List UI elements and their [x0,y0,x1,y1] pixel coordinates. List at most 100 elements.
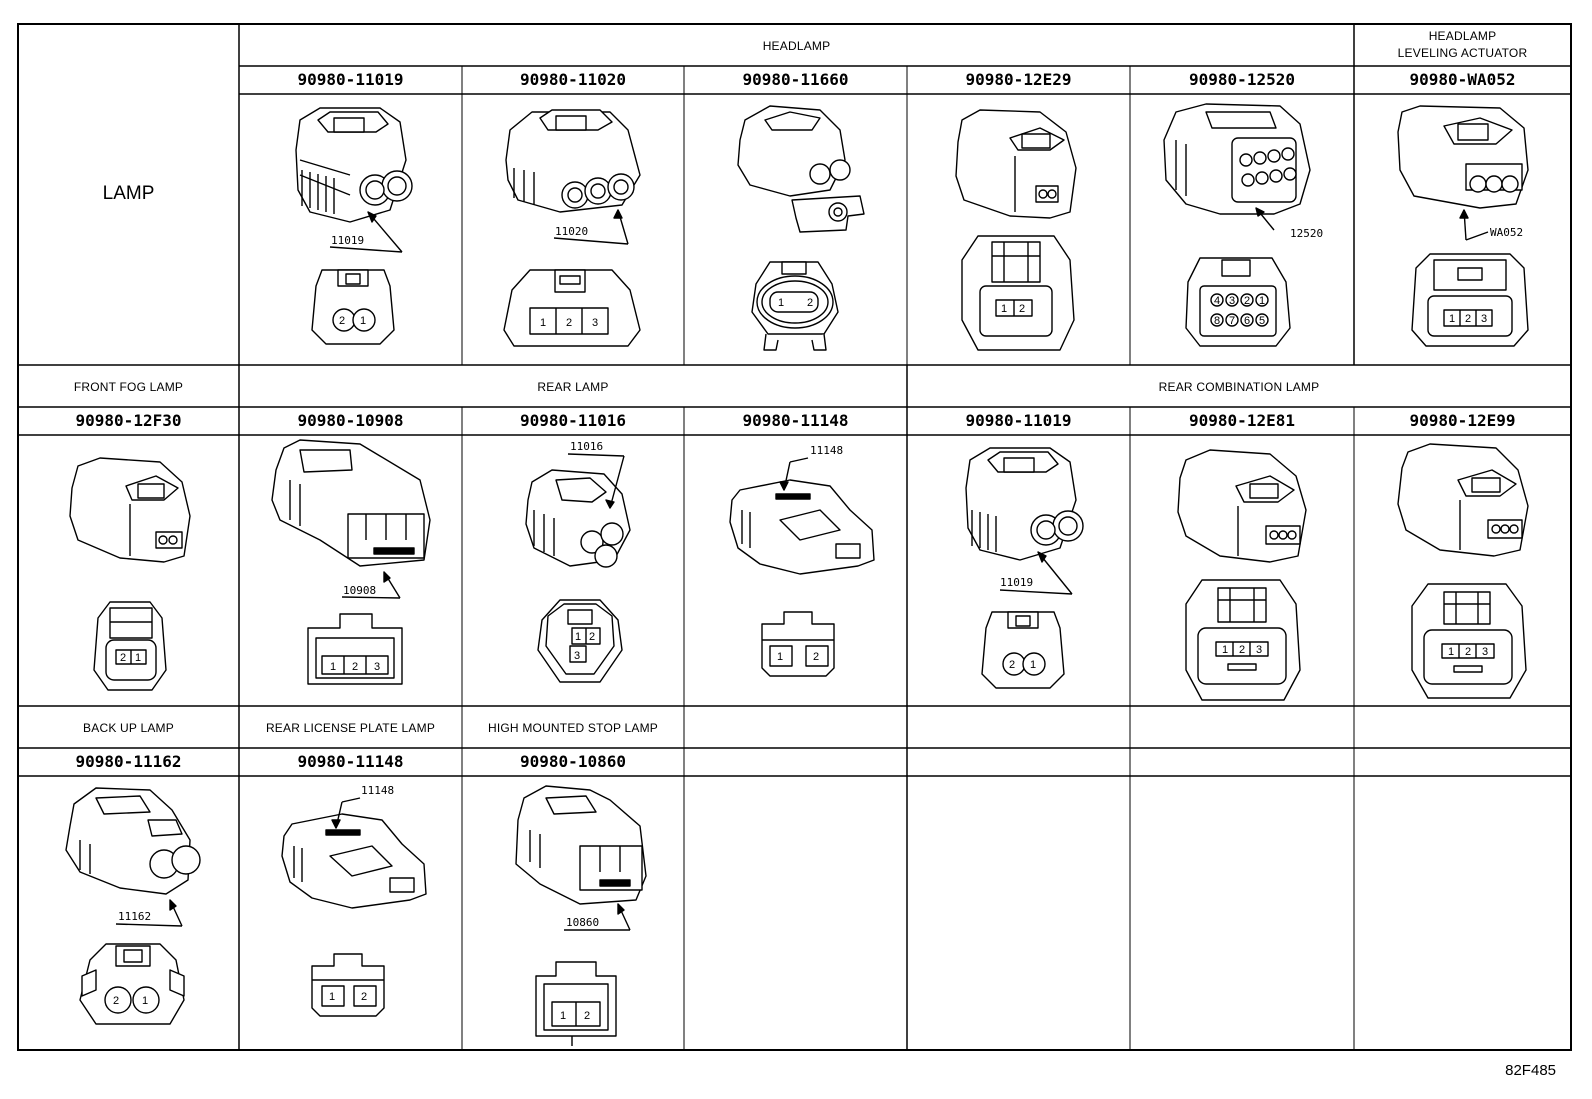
connector-11016-face [537,599,623,683]
pin-label: 2 [807,297,813,309]
pin-label: 1 [1259,295,1265,307]
group-header-headlamp: HEADLAMP [762,39,831,53]
connector-11148-illustration [281,813,427,909]
connector-WA052-illustration [1397,105,1529,209]
connector-12E29-illustration [955,109,1077,219]
connector-12520-face [1185,257,1291,347]
pin-label: 1 [1448,646,1454,658]
part-number: 90980-10860 [520,752,626,771]
connector-12E99-face [1411,583,1527,699]
pin-label: 6 [1244,315,1250,327]
connector-11019-illustration [295,107,413,223]
part-number: 90980-12520 [1189,70,1295,89]
pin-label: 3 [1482,646,1488,658]
connector-12E81-face [1185,579,1301,701]
connector-12E29-face [961,235,1075,351]
connector-11148-face [311,953,385,1017]
lamp-label: LAMP [102,183,155,204]
connector-12F30-illustration [69,457,191,563]
connector-code: 11020 [555,225,588,238]
connector-11660-face [751,261,839,351]
pin-label: 8 [1214,315,1220,327]
pin-label: 1 [778,297,784,309]
connector-10908-illustration [271,439,431,567]
pin-label: 2 [1009,659,1015,671]
connector-11660-illustration [737,105,865,233]
group-header-rear-license-plate-lamp: REAR LICENSE PLATE LAMP [265,721,436,735]
pin-label: 3 [1481,313,1487,325]
pin-label: 2 [113,995,119,1007]
connector-11019-face [981,611,1065,689]
pin-label: 3 [574,650,580,662]
connector-11020-illustration [505,109,641,213]
pin-label: 1 [329,991,335,1003]
part-number: 90980-12E29 [965,70,1072,89]
connector-11148-face [761,611,835,677]
group-header-front-fog-lamp: FRONT FOG LAMP [73,380,184,394]
connector-12E99-illustration [1397,443,1529,557]
connector-10860-face [535,961,617,1046]
pin-label: 4 [1214,295,1220,307]
pin-label: 1 [135,652,141,664]
group-header-rear-lamp: REAR LAMP [537,380,609,394]
pin-label: 2 [361,991,367,1003]
pin-label: 1 [777,651,783,663]
pin-label: 1 [142,995,148,1007]
part-number: 90980-11148 [742,411,849,430]
pin-label: 2 [120,652,126,664]
part-number: 90980-11660 [742,70,849,89]
pin-label: 2 [1465,313,1471,325]
pin-label: 2 [339,315,345,327]
pin-label: 3 [592,317,598,329]
pin-label: 3 [374,661,380,673]
drawing-number: 82F485 [1505,1062,1556,1079]
pin-label: 3 [1256,644,1262,656]
connector-11020-face [503,269,641,347]
part-number: 90980-12E99 [1409,411,1516,430]
connector-10860-illustration [515,785,647,905]
part-number: 90980-12E81 [1189,411,1295,430]
group-header-back-up-lamp: BACK UP LAMP [83,721,174,735]
pin-label: 5 [1259,315,1265,327]
connector-11019-illustration [965,447,1084,561]
pin-label: 1 [360,315,366,327]
part-number: 90980-11162 [75,752,182,771]
pin-label: 7 [1229,315,1235,327]
connector-code: 11162 [118,910,151,923]
pin-label: 1 [1030,659,1036,671]
connector-11016-illustration [525,469,631,568]
group-header-high-mounted-stop-lamp: HIGH MOUNTED STOP LAMP [488,721,658,735]
part-number: 90980-11016 [520,411,626,430]
group-header-headlamp-leveling-1: HEADLAMP [1428,29,1497,43]
connector-12E81-illustration [1177,449,1307,563]
part-number: 90980-11148 [297,752,404,771]
connector-code: WA052 [1490,226,1523,239]
connector-11162-illustration [65,787,201,895]
connector-code: 10908 [343,584,376,597]
pin-label: 2 [589,631,595,643]
pin-label: 2 [584,1010,590,1022]
connector-code: 12520 [1290,227,1323,240]
pin-label: 1 [330,661,336,673]
pin-label: 3 [1229,295,1235,307]
pin-label: 1 [560,1010,566,1022]
pin-label: 1 [540,317,546,329]
part-number: 90980-12F30 [75,411,182,430]
connector-11148-illustration [729,479,875,575]
connector-10908-face [307,613,403,685]
connector-code: 10860 [566,916,599,929]
connector-11162-face [79,943,185,1025]
part-number: 90980-10908 [297,411,404,430]
pin-label: 2 [566,317,572,329]
connector-code: 11148 [361,784,394,797]
connector-code: 11019 [1000,576,1033,589]
pin-label: 1 [1001,303,1007,315]
group-header-rear-combination-lamp: REAR COMBINATION LAMP [1158,380,1320,394]
connector-code: 11016 [570,440,603,453]
pin-label: 2 [1465,646,1471,658]
part-number: 90980-11019 [965,411,1072,430]
connector-code: 11148 [810,444,843,457]
connector-WA052-face [1411,253,1529,347]
